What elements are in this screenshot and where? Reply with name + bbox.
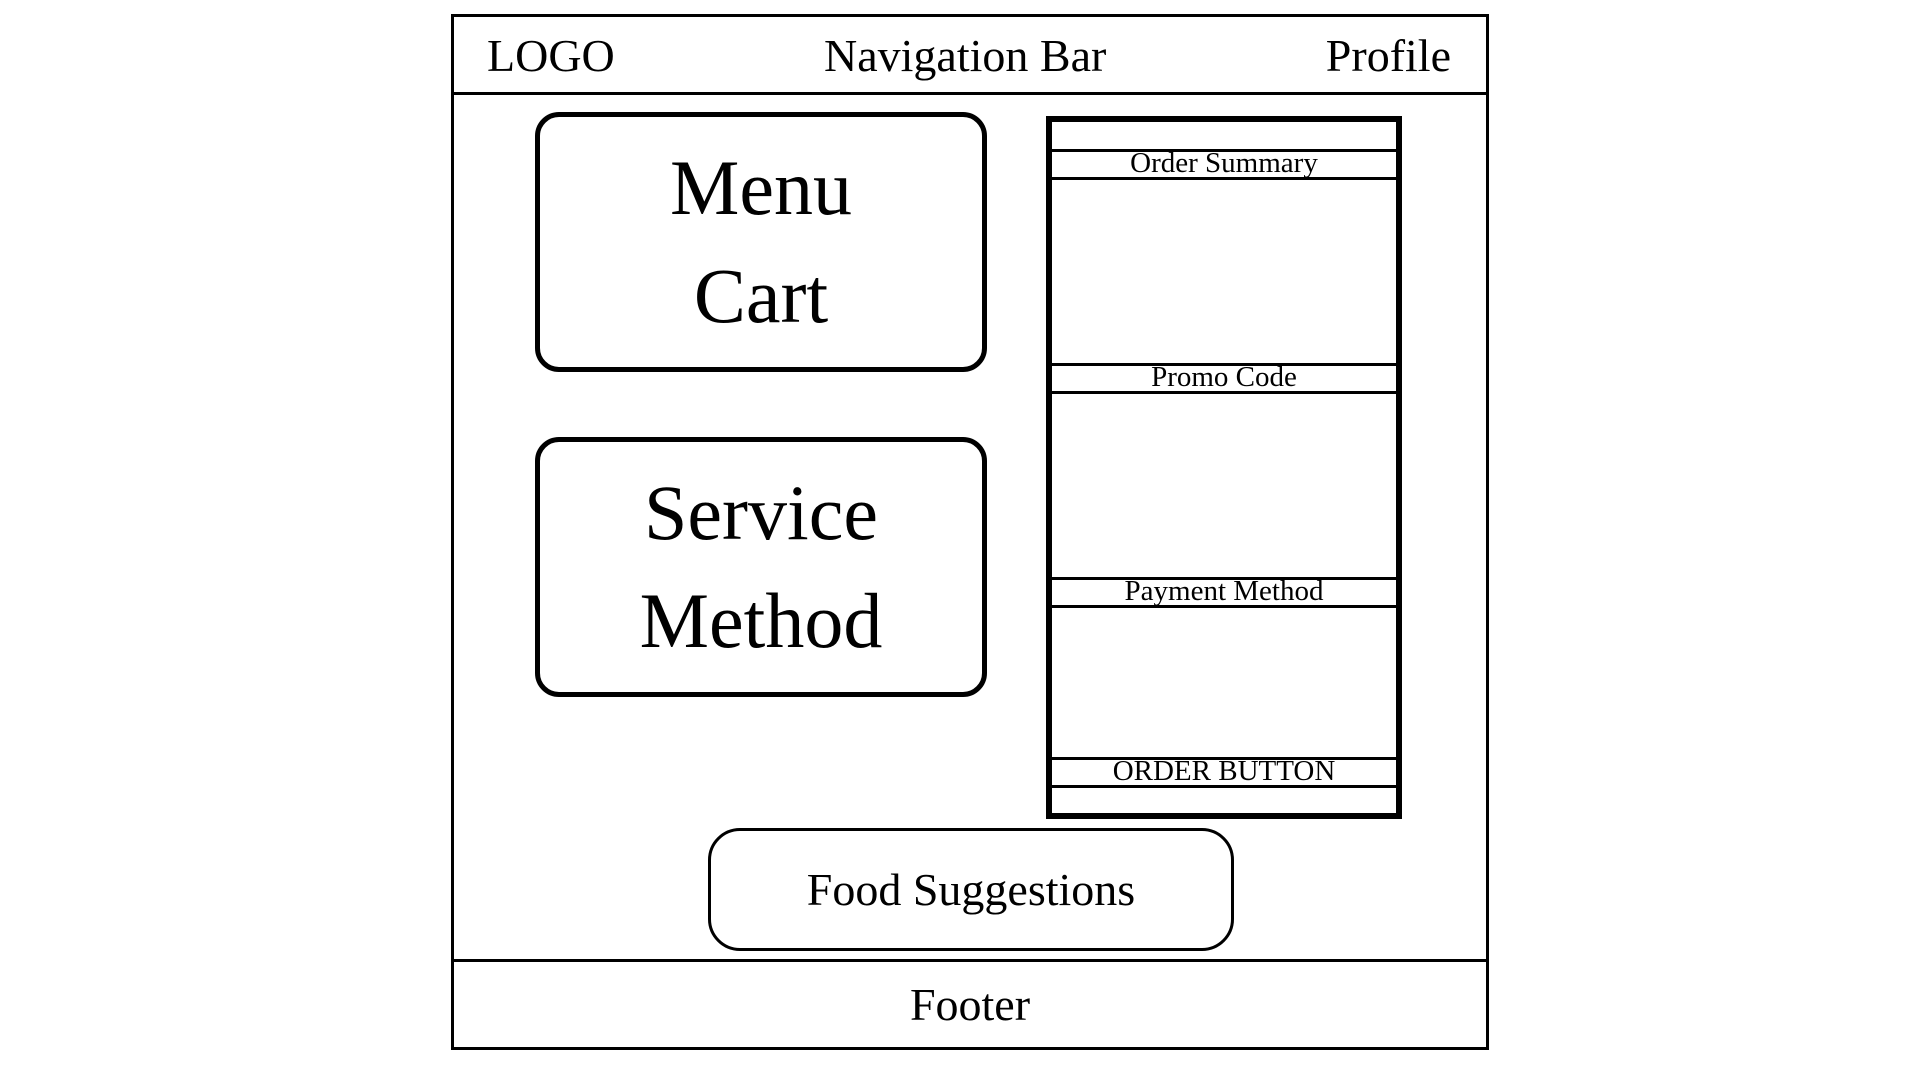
promo-code-field[interactable]: Promo Code	[1052, 363, 1396, 394]
payment-method-field[interactable]: Payment Method	[1052, 577, 1396, 608]
order-panel: Order Summary Promo Code Payment Method …	[1046, 116, 1402, 819]
profile-link[interactable]: Profile	[1325, 30, 1451, 81]
food-suggestions-box[interactable]: Food Suggestions	[708, 828, 1234, 951]
footer: Footer	[454, 959, 1486, 1047]
order-button[interactable]: ORDER BUTTON	[1052, 757, 1396, 788]
service-method-box[interactable]: Service Method	[535, 437, 987, 697]
order-summary-section: Order Summary	[1052, 149, 1396, 180]
navigation-bar[interactable]: Navigation Bar	[824, 30, 1107, 81]
menu-cart-label-line-2: Cart	[693, 252, 829, 339]
service-method-label-line-1: Service	[644, 469, 878, 556]
service-method-label-line-2: Method	[639, 577, 883, 664]
wireframe-page: LOGO Navigation Bar Profile Menu Cart Se…	[451, 14, 1489, 1050]
header-bar: LOGO Navigation Bar Profile	[454, 17, 1486, 95]
menu-cart-box[interactable]: Menu Cart	[535, 112, 987, 372]
logo[interactable]: LOGO	[487, 30, 615, 81]
menu-cart-label-line-1: Menu	[670, 144, 852, 231]
